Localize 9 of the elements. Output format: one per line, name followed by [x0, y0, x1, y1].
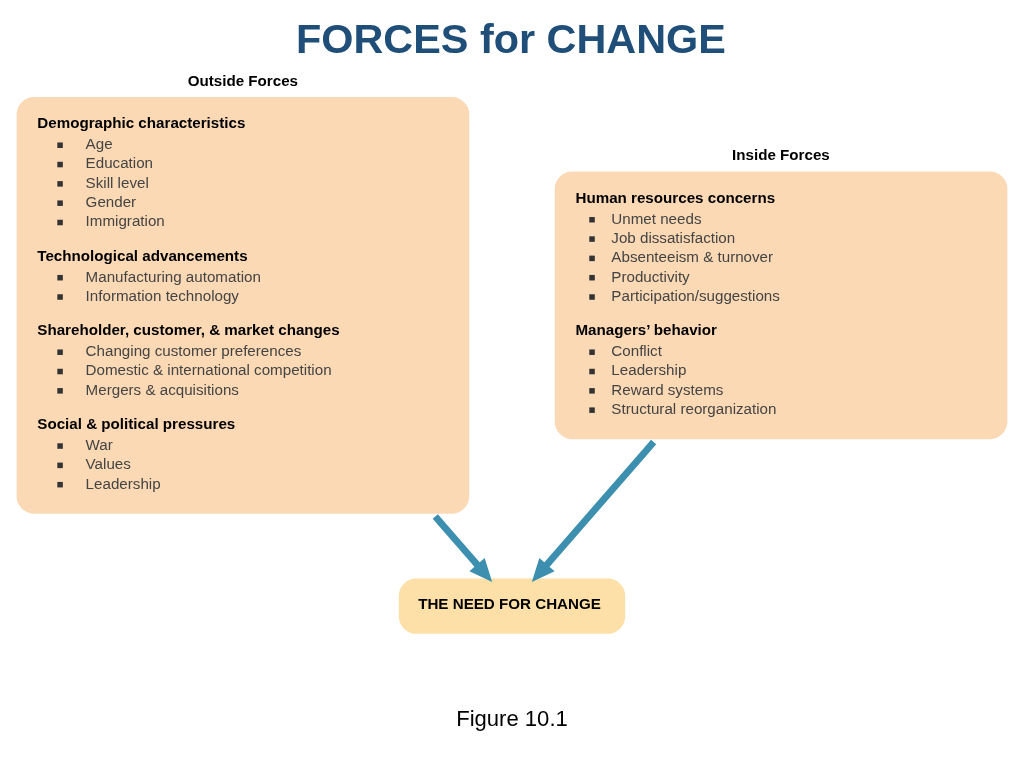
- arrow: [531, 439, 657, 582]
- node-box: Human resources concerns Unmet needs Job dissatisfaction Absenteeism & turnover Productivity Participation/suggestions Managers’ behavior Conflict Leadership Reward systems Structural reorganization: [554, 170, 1008, 439]
- node-label: Outside Forces: [187, 71, 299, 89]
- node-box: Demographic characteristics Age Education Skill level Gender Immigration Technological advancements Manufacturing automation Information technology Shareholder, customer, & market changes Changing customer preferences Domestic & international competition Mergers & acquisitions Social & political pressures War Values Leadership: [16, 96, 470, 514]
- arrow: [432, 513, 493, 582]
- node-box: THE NEED FOR CHANGE: [398, 578, 626, 634]
- node-label: Inside Forces: [732, 145, 830, 163]
- caption: Figure 10.1: [456, 705, 568, 731]
- diagram-title: FORCES for CHANGE: [296, 15, 726, 62]
